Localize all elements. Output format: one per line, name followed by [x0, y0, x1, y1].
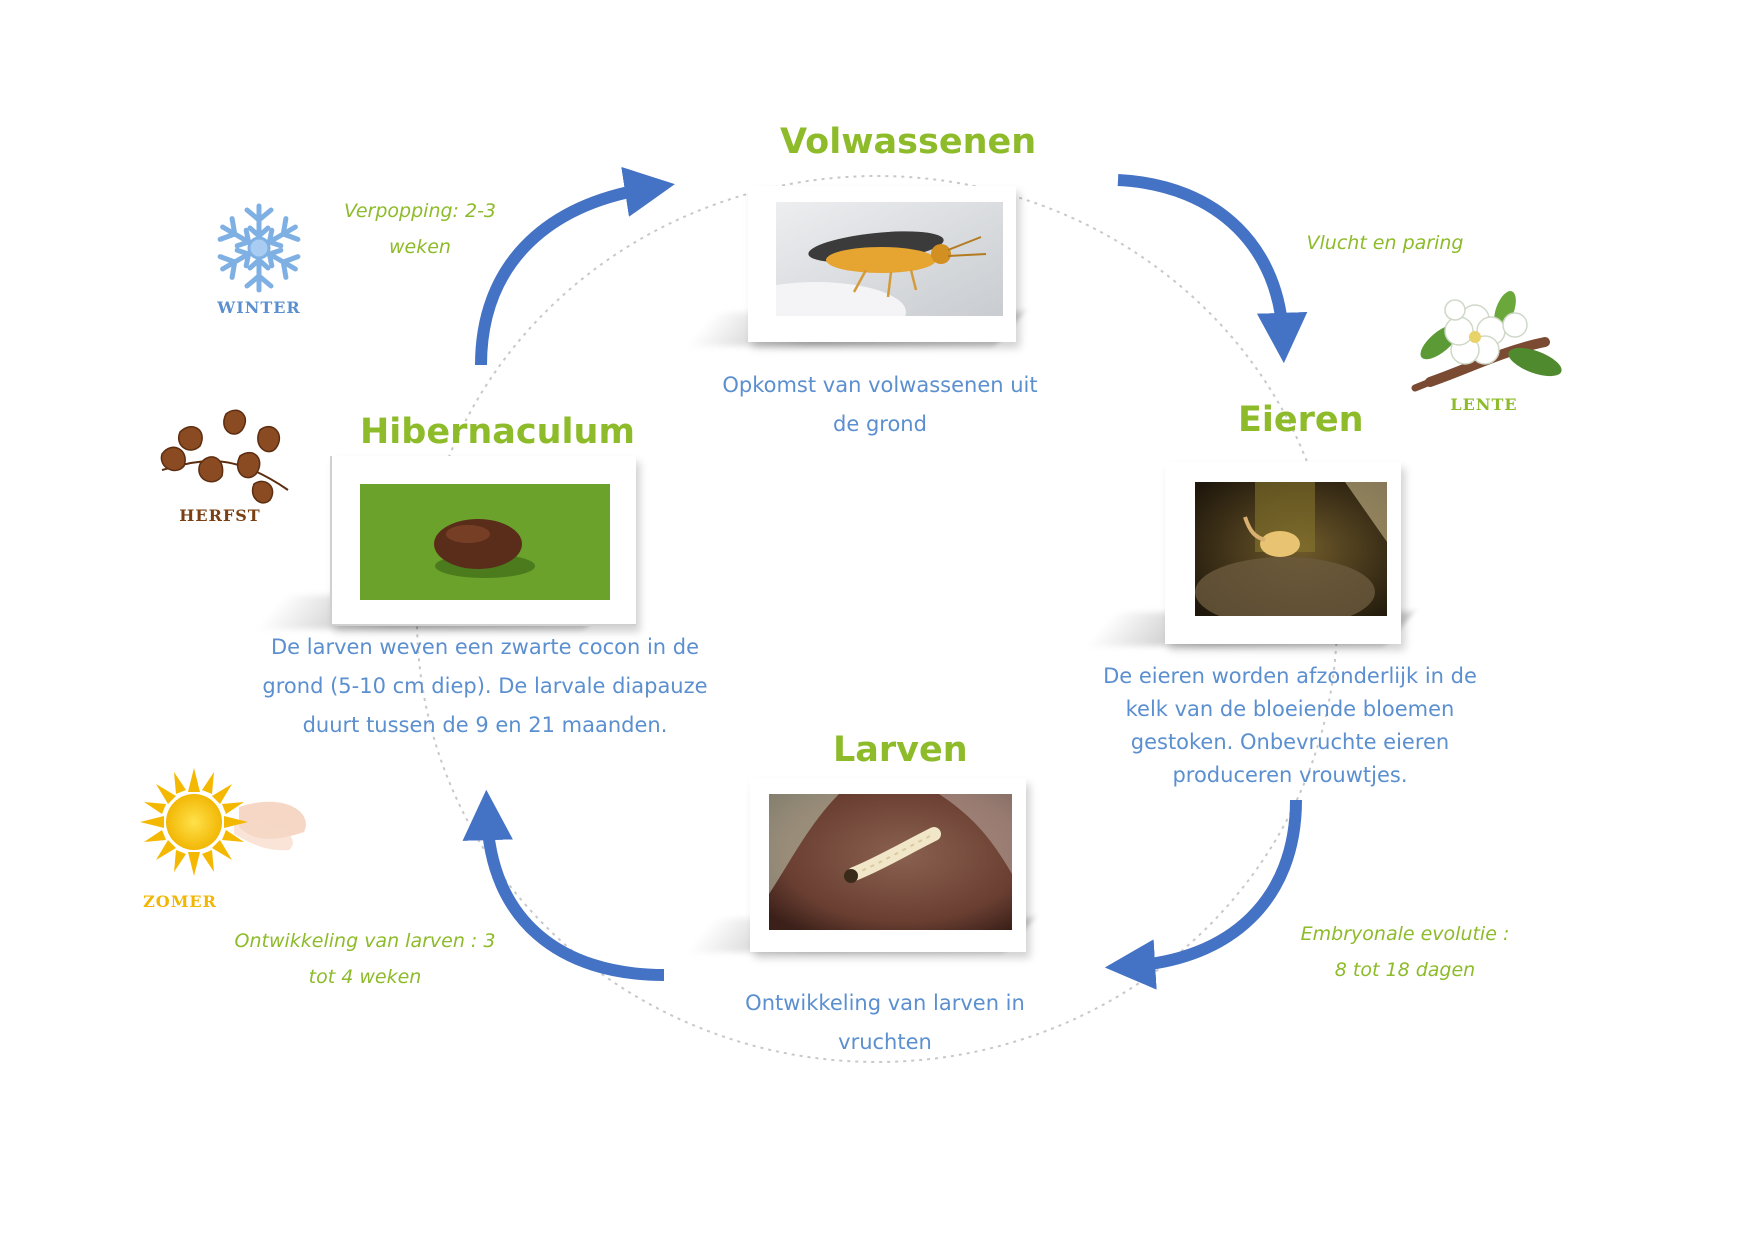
transition-label-top-right: Vlucht en paring: [1270, 225, 1500, 261]
desc-larven: Ontwikkeling van larven in vruchten: [690, 984, 1080, 1062]
stage-title-eieren: Eieren: [1238, 400, 1364, 440]
egg-photo: [1195, 482, 1387, 616]
autumn-leaves-icon: [160, 409, 289, 504]
arrow-hibernaculum-to-volwassenen: [475, 166, 675, 366]
stage-title-volwassenen: Volwassenen: [780, 122, 1037, 162]
photo-frame-hibernaculum: [330, 456, 636, 626]
desc-line: De larven weven een zwarte cocon in de: [270, 635, 700, 659]
desc-line: Opkomst van volwassenen uit: [722, 373, 1038, 397]
season-label-zomer: ZOMER: [143, 892, 217, 911]
desc-line: kelk van de bloeiende bloemen: [1125, 697, 1455, 721]
transition-label-top-left: Verpopping: 2-3 weken: [310, 193, 530, 265]
photo-frame-larven: [750, 778, 1026, 952]
transition-label-bottom-left: Ontwikkeling van larven : 3 tot 4 weken: [210, 923, 520, 995]
transition-line: Vlucht en paring: [1306, 232, 1464, 254]
arrow-eieren-to-larven: [1104, 799, 1302, 990]
transition-label-bottom-right: Embryonale evolutie : 8 tot 18 dagen: [1260, 916, 1550, 988]
desc-line: produceren vrouwtjes.: [1172, 763, 1408, 787]
season-label-herfst: HERFST: [179, 506, 261, 525]
stage-title-hibernaculum: Hibernaculum: [360, 412, 635, 452]
arrow-larven-to-hibernaculum: [462, 789, 665, 981]
transition-line: 8 tot 18 dagen: [1334, 959, 1476, 981]
transition-line: Ontwikkeling van larven : 3: [234, 930, 496, 952]
photo-frame-volwassenen: [748, 186, 1016, 342]
photo-frame-eieren: [1165, 462, 1401, 644]
transition-line: Verpopping: 2-3: [343, 200, 497, 222]
blossom-icon: [1411, 290, 1562, 392]
desc-line: vruchten: [838, 1030, 932, 1054]
desc-line: De eieren worden afzonderlijk in de: [1103, 664, 1477, 688]
desc-line: Ontwikkeling van larven in: [745, 991, 1025, 1015]
season-label-winter: WINTER: [217, 298, 301, 317]
desc-eieren: De eieren worden afzonderlijk in de kelk…: [1080, 660, 1500, 792]
arrow-volwassenen-to-eieren: [1117, 174, 1308, 364]
desc-line: gestoken. Onbevruchte eieren: [1130, 730, 1450, 754]
transition-line: weken: [389, 236, 451, 258]
desc-line: de grond: [833, 412, 927, 436]
cocoon-photo: [360, 484, 610, 600]
transition-line: tot 4 weken: [308, 966, 422, 988]
desc-line: grond (5-10 cm diep). De larvale diapauz…: [262, 674, 708, 698]
snowflake-icon: [217, 203, 302, 290]
transition-line: Embryonale evolutie :: [1300, 923, 1510, 945]
desc-hibernaculum: De larven weven een zwarte cocon in de g…: [230, 628, 740, 745]
stage-title-larven: Larven: [833, 730, 968, 770]
desc-line: duurt tussen de 9 en 21 maanden.: [302, 713, 668, 737]
larva-photo: [769, 794, 1012, 930]
season-label-lente: LENTE: [1450, 395, 1518, 414]
adult-insect-photo: [776, 202, 1003, 316]
sun-icon: [140, 768, 306, 876]
desc-volwassenen: Opkomst van volwassenen uit de grond: [680, 366, 1080, 444]
